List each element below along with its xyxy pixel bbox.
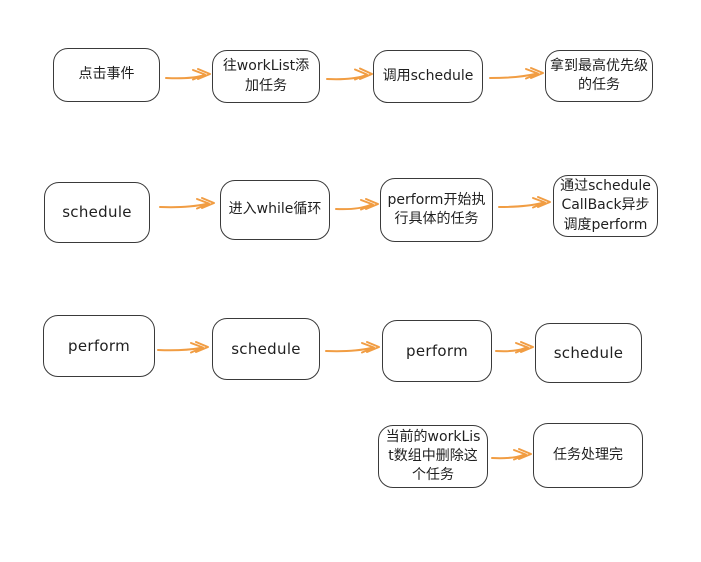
flow-arrow-n4-n5	[159, 197, 215, 210]
flow-node-remove-task-from-worklist: 当前的workList数组中删除这个任务	[378, 425, 488, 488]
flow-arrow-n8-n9	[157, 341, 209, 354]
flow-node-perform-2: perform	[382, 320, 492, 382]
flow-node-call-schedule: 调用schedule	[373, 50, 483, 103]
flow-node-schedule-1: schedule	[44, 182, 150, 243]
flow-node-enter-while-loop: 进入while循环	[220, 180, 330, 240]
flow-arrow-n12-n13	[491, 448, 532, 461]
flow-arrow-n9-n10	[325, 341, 380, 354]
flow-node-click-event: 点击事件	[53, 48, 160, 102]
flow-arrow-n0-n1	[165, 68, 211, 81]
flow-node-task-done: 任务处理完	[533, 423, 643, 488]
flow-node-schedule-2: schedule	[212, 318, 320, 380]
flow-node-perform-execute-task: perform开始执行具体的任务	[380, 178, 493, 242]
flow-arrow-n5-n6	[335, 198, 379, 211]
flow-node-schedulecallback-async-perform: 通过scheduleCallBack异步调度perform	[553, 175, 658, 237]
flow-node-schedule-3: schedule	[535, 323, 642, 383]
flow-node-add-worklist-task: 往workList添加任务	[212, 50, 320, 103]
flow-arrow-n1-n2	[326, 67, 373, 81]
flow-arrow-n10-n11	[495, 341, 534, 354]
flow-node-get-highest-priority-task: 拿到最高优先级的任务	[545, 50, 653, 102]
flow-node-perform-1: perform	[43, 315, 155, 377]
flow-arrow-n2-n3	[489, 67, 544, 80]
flow-arrow-n6-n7	[498, 196, 551, 209]
